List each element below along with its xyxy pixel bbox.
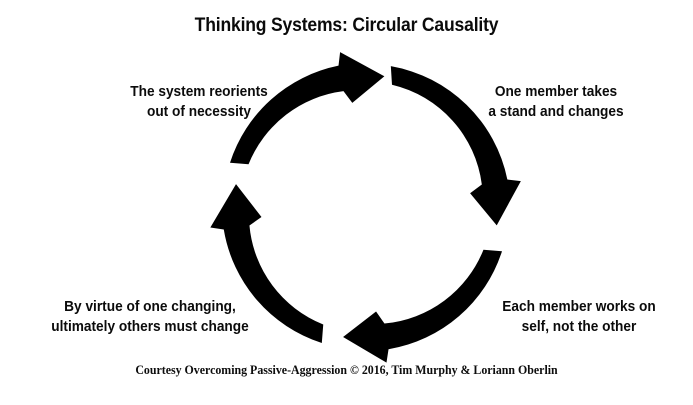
credit-line: Courtesy Overcoming Passive-Aggression ©… — [135, 363, 558, 377]
node-label-line: out of necessity — [146, 103, 252, 120]
node-label-line: ultimately others must change — [51, 318, 249, 335]
arrow-bottom-right — [343, 249, 502, 363]
node-label-by-virtue-of-one-changing: By virtue of one changing, ultimately ot… — [38, 297, 263, 337]
node-label-each-member-works-on-self: Each member works on self, not the other — [498, 297, 660, 337]
node-label-line: One member takes — [494, 83, 618, 100]
node-label-one-member-takes-a-stand: One member takes a stand and changes — [476, 82, 636, 122]
node-label-line: Each member works on — [502, 298, 656, 315]
node-label-line: a stand and changes — [488, 103, 624, 120]
node-label-line: By virtue of one changing, — [64, 298, 236, 315]
arrow-top-right — [390, 66, 521, 226]
arrow-bottom-left — [210, 184, 324, 343]
arrow-top-left — [230, 52, 385, 165]
node-label-line: self, not the other — [521, 318, 637, 335]
node-label-system-reorients: The system reorients out of necessity — [115, 82, 282, 122]
node-label-line: The system reorients — [130, 83, 268, 100]
page-title: Thinking Systems: Circular Causality — [194, 14, 499, 36]
